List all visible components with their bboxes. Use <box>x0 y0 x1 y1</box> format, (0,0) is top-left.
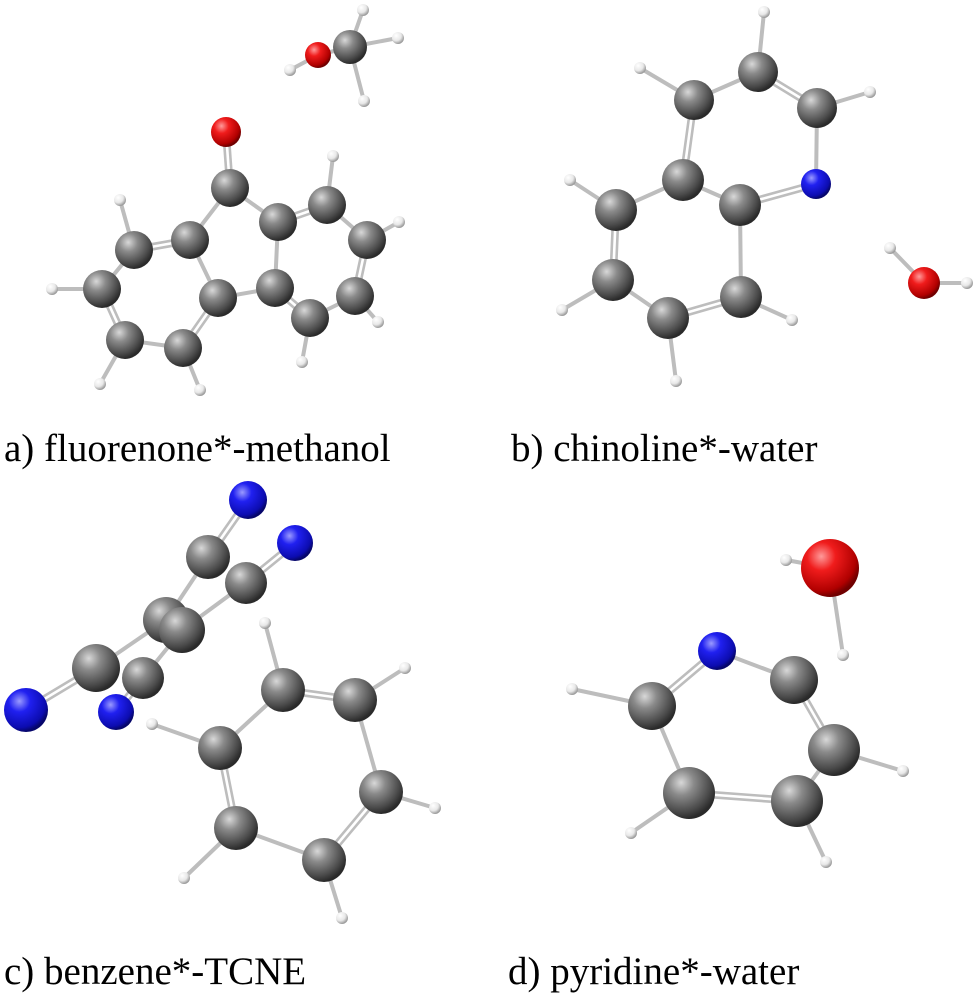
carbon-atom <box>83 270 121 308</box>
hydrogen-atom <box>336 912 348 924</box>
carbon-atom <box>647 297 689 339</box>
hydrogen-atom <box>114 194 126 206</box>
hydrogen-atom <box>780 554 792 566</box>
carbon-atom <box>333 678 377 722</box>
hydrogen-atom <box>670 375 682 387</box>
caption-a: a) fluorenone*-methanol <box>4 427 391 470</box>
nitrogen-atom <box>98 694 134 730</box>
hydrogen-atom <box>758 6 770 18</box>
carbon-atom <box>256 269 294 307</box>
hydrogen-atom <box>961 277 973 289</box>
hydrogen-atom <box>194 384 206 396</box>
carbon-atom <box>211 169 249 207</box>
carbon-atom <box>159 607 205 653</box>
hydrogen-atom <box>429 802 441 814</box>
nitrogen-atom <box>229 481 267 519</box>
carbon-atom <box>359 770 403 814</box>
pyridine-water-molecule <box>566 539 909 868</box>
carbon-atom <box>348 221 386 259</box>
carbon-atom <box>171 221 209 259</box>
carbon-atom <box>770 656 818 704</box>
hydrogen-atom <box>566 683 578 695</box>
carbon-atom <box>302 838 346 882</box>
chinoline-water-molecule <box>556 6 973 387</box>
carbon-atom <box>797 88 837 128</box>
nitrogen-atom <box>698 632 736 670</box>
carbon-atom <box>115 231 153 269</box>
carbon-atom <box>225 562 267 604</box>
caption-d: d) pyridine*-water <box>508 950 800 993</box>
carbon-atom <box>738 52 778 92</box>
hydrogen-atom <box>634 62 646 74</box>
fluorenone-methanol-molecule <box>46 4 405 396</box>
carbon-atom <box>164 329 202 367</box>
hydrogen-atom <box>399 662 411 674</box>
hydrogen-atom <box>259 617 271 629</box>
hydrogen-atom <box>625 827 637 839</box>
carbon-atom <box>72 644 120 692</box>
hydrogen-atom <box>392 32 404 44</box>
carbon-atom <box>719 184 761 226</box>
carbon-atom <box>106 321 144 359</box>
hydrogen-atom <box>820 856 832 868</box>
carbon-atom <box>628 682 676 730</box>
atom-layer <box>46 4 405 396</box>
atom-layer <box>556 6 973 387</box>
hydrogen-atom <box>46 283 58 295</box>
carbon-atom <box>259 203 297 241</box>
carbon-atom <box>199 279 237 317</box>
carbon-atom <box>662 159 704 201</box>
hydrogen-atom <box>284 64 296 76</box>
hydrogen-atom <box>178 872 190 884</box>
caption-c: c) benzene*-TCNE <box>4 950 307 993</box>
carbon-atom <box>336 277 374 315</box>
carbon-atom <box>771 775 823 827</box>
carbon-atom <box>808 724 860 776</box>
carbon-atom <box>674 80 714 120</box>
atom-layer <box>4 481 441 924</box>
hydrogen-atom <box>556 304 568 316</box>
hydrogen-atom <box>786 314 798 326</box>
carbon-atom <box>198 726 242 770</box>
oxygen-atom <box>908 267 940 299</box>
carbon-atom <box>186 535 230 579</box>
hydrogen-atom <box>393 216 405 228</box>
hydrogen-atom <box>897 765 909 777</box>
oxygen-atom <box>305 42 331 68</box>
carbon-atom <box>122 657 164 699</box>
carbon-atom <box>291 299 329 337</box>
hydrogen-atom <box>296 356 308 368</box>
carbon-atom <box>720 276 762 318</box>
carbon-atom <box>663 767 715 819</box>
hydrogen-atom <box>884 242 896 254</box>
hydrogen-atom <box>564 174 576 186</box>
nitrogen-atom <box>801 169 831 199</box>
carbon-atom <box>308 186 346 224</box>
hydrogen-atom <box>327 150 339 162</box>
hydrogen-atom <box>864 86 876 98</box>
hydrogen-atom <box>146 718 158 730</box>
bond-layer <box>570 558 905 864</box>
carbon-atom <box>261 668 305 712</box>
caption-b: b) chinoline*-water <box>511 427 818 470</box>
carbon-atom <box>214 806 258 850</box>
nitrogen-atom <box>277 525 313 561</box>
hydrogen-atom <box>837 649 849 661</box>
carbon-atom <box>592 259 634 301</box>
hydrogen-atom <box>94 378 106 390</box>
hydrogen-atom <box>372 316 384 328</box>
benzene-tcne-molecule <box>4 481 441 924</box>
atom-layer <box>566 539 909 868</box>
hydrogen-atom <box>358 95 370 107</box>
carbon-atom <box>595 189 637 231</box>
oxygen-atom <box>211 117 241 147</box>
nitrogen-atom <box>4 688 48 732</box>
oxygen-atom <box>801 539 859 597</box>
carbon-atom <box>333 30 367 64</box>
hydrogen-atom <box>357 4 369 16</box>
